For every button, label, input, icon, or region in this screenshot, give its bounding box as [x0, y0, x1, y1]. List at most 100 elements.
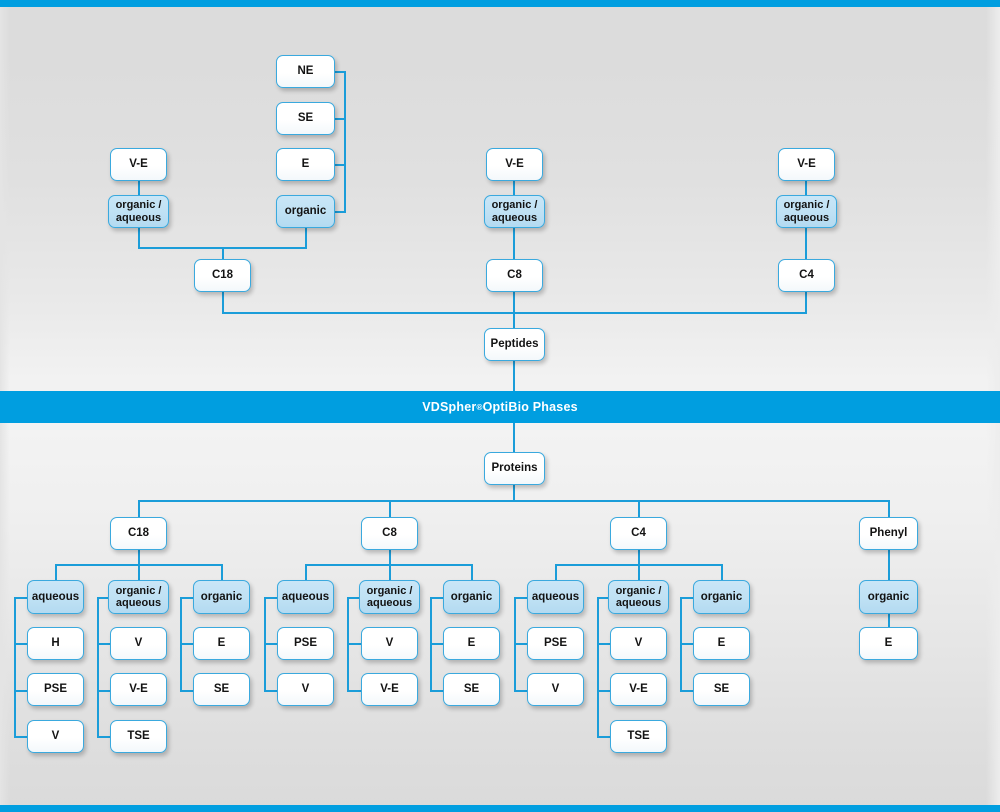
connector-c4b-fan-aq	[555, 564, 557, 580]
node-c18-oa-ve[interactable]: V-E	[110, 673, 167, 706]
connector-c8-oa-stub-1	[347, 643, 363, 645]
node-c18-organic[interactable]: organic	[193, 580, 250, 614]
node-c4-proteins[interactable]: C4	[610, 517, 667, 550]
node-c4-peptides[interactable]: C4	[778, 259, 835, 292]
connector-phenyl-organic-down	[888, 614, 890, 630]
node-ve-c4[interactable]: V-E	[778, 148, 835, 181]
connector-rail-to-c8b	[389, 500, 391, 518]
connector-c4-oa-stub-1	[597, 643, 613, 645]
connector-rail-to-phenyl	[888, 500, 890, 518]
connector-c18b-fan-oa	[138, 564, 140, 580]
node-c18-organic-aqueous[interactable]: organic / aqueous	[108, 580, 169, 614]
connector-c18-oa-stub-0	[97, 597, 113, 599]
registered-icon: ®	[476, 402, 483, 412]
node-c18-peptides[interactable]: C18	[194, 259, 251, 292]
node-c8-aq-v[interactable]: V	[277, 673, 334, 706]
node-c18-aq-pse[interactable]: PSE	[27, 673, 84, 706]
connector-c4-or-stub-2	[680, 690, 696, 692]
connector-peptides-down	[513, 359, 515, 392]
node-c18-oa-tse[interactable]: TSE	[110, 720, 167, 753]
node-c18-aq-v[interactable]: V	[27, 720, 84, 753]
node-c8-proteins[interactable]: C8	[361, 517, 418, 550]
connector-c8-or-stub-0	[430, 597, 446, 599]
connector-c8-oa-stub-2	[347, 690, 363, 692]
connector-c8-down	[513, 290, 515, 329]
node-organic-aqueous-c18[interactable]: organic / aqueous	[108, 195, 169, 228]
node-c4-oa-ve[interactable]: V-E	[610, 673, 667, 706]
node-c4-or-e[interactable]: E	[693, 627, 750, 660]
connector-c4-oa-stub-2	[597, 690, 613, 692]
node-organic-aqueous-c8[interactable]: organic / aqueous	[484, 195, 545, 228]
node-peptides[interactable]: Peptides	[484, 328, 545, 361]
connector-c18-or-stub-2	[180, 690, 196, 692]
connector-c8b-fan-aq	[305, 564, 307, 580]
node-c8-aqueous[interactable]: aqueous	[277, 580, 334, 614]
node-phenyl-proteins[interactable]: Phenyl	[859, 517, 918, 550]
connector-c8-or-stub-1	[430, 643, 446, 645]
connector-c4-aq-stub-1	[514, 643, 530, 645]
connector-banner-to-proteins	[513, 422, 515, 453]
connector-c18-aq-stub-0	[14, 597, 30, 599]
node-c18-oa-v[interactable]: V	[110, 627, 167, 660]
node-e-top[interactable]: E	[276, 148, 335, 181]
connector-c18-aq-stub-1	[14, 643, 30, 645]
connector-oa-c8-to-c8	[513, 228, 515, 260]
node-ve-c18[interactable]: V-E	[110, 148, 167, 181]
section-banner: VDSpher® OptiBio Phases	[0, 391, 1000, 423]
connector-organic-down	[305, 228, 307, 248]
node-c4-aqueous[interactable]: aqueous	[527, 580, 584, 614]
node-c8-aq-pse[interactable]: PSE	[277, 627, 334, 660]
connector-ve-to-oa-c4	[805, 180, 807, 196]
node-organic-aqueous-c4[interactable]: organic / aqueous	[776, 195, 837, 228]
connector-c18b-fan-aq	[55, 564, 57, 580]
connector-c18-aq-stub-3	[14, 736, 30, 738]
connector-c18-oa-spine	[97, 597, 99, 737]
node-c18-or-e[interactable]: E	[193, 627, 250, 660]
connector-c4b-fan-oa	[638, 564, 640, 580]
node-c18-or-se[interactable]: SE	[193, 673, 250, 706]
connector-oa-c18-down	[138, 228, 140, 248]
node-phenyl-or-e[interactable]: E	[859, 627, 918, 660]
bottom-accent-bar	[0, 805, 1000, 812]
connector-c18-or-stub-0	[180, 597, 196, 599]
node-c8-oa-v[interactable]: V	[361, 627, 418, 660]
node-c4-organic-aqueous[interactable]: organic / aqueous	[608, 580, 669, 614]
connector-c4-oa-stub-3	[597, 736, 613, 738]
node-c4-aq-v[interactable]: V	[527, 673, 584, 706]
node-se[interactable]: SE	[276, 102, 335, 135]
connector-e-stub	[335, 164, 346, 166]
top-accent-bar	[0, 0, 1000, 7]
connector-c8-aq-stub-1	[264, 643, 280, 645]
connector-c8-aq-stub-2	[264, 690, 280, 692]
node-c4-or-se[interactable]: SE	[693, 673, 750, 706]
node-c8-or-se[interactable]: SE	[443, 673, 500, 706]
connector-c8b-fan-or	[471, 564, 473, 580]
node-organic-top[interactable]: organic	[276, 195, 335, 228]
connector-c4-or-stub-0	[680, 597, 696, 599]
connector-c8b-fan	[305, 564, 472, 566]
node-c4-oa-v[interactable]: V	[610, 627, 667, 660]
node-c18-aq-h[interactable]: H	[27, 627, 84, 660]
node-phenyl-organic[interactable]: organic	[859, 580, 918, 614]
node-c8-oa-ve[interactable]: V-E	[361, 673, 418, 706]
connector-c8-or-stub-2	[430, 690, 446, 692]
node-proteins[interactable]: Proteins	[484, 452, 545, 485]
node-ve-c8[interactable]: V-E	[486, 148, 543, 181]
node-c8-organic[interactable]: organic	[443, 580, 500, 614]
node-c8-organic-aqueous[interactable]: organic / aqueous	[359, 580, 420, 614]
node-c4-aq-pse[interactable]: PSE	[527, 627, 584, 660]
node-c8-or-e[interactable]: E	[443, 627, 500, 660]
connector-rail-to-c18b	[138, 500, 140, 518]
banner-brand: VDSpher	[422, 400, 477, 414]
banner-title: OptiBio Phases	[482, 400, 578, 414]
connector-c18-aq-spine	[14, 597, 16, 737]
node-c4-oa-tse[interactable]: TSE	[610, 720, 667, 753]
node-c4-organic[interactable]: organic	[693, 580, 750, 614]
node-c8-peptides[interactable]: C8	[486, 259, 543, 292]
connector-rail-to-c4b	[638, 500, 640, 518]
connector-c4b-down	[638, 549, 640, 565]
node-c18-aqueous[interactable]: aqueous	[27, 580, 84, 614]
node-c18-proteins[interactable]: C18	[110, 517, 167, 550]
connector-phases-rail	[222, 312, 807, 314]
node-ne[interactable]: NE	[276, 55, 335, 88]
